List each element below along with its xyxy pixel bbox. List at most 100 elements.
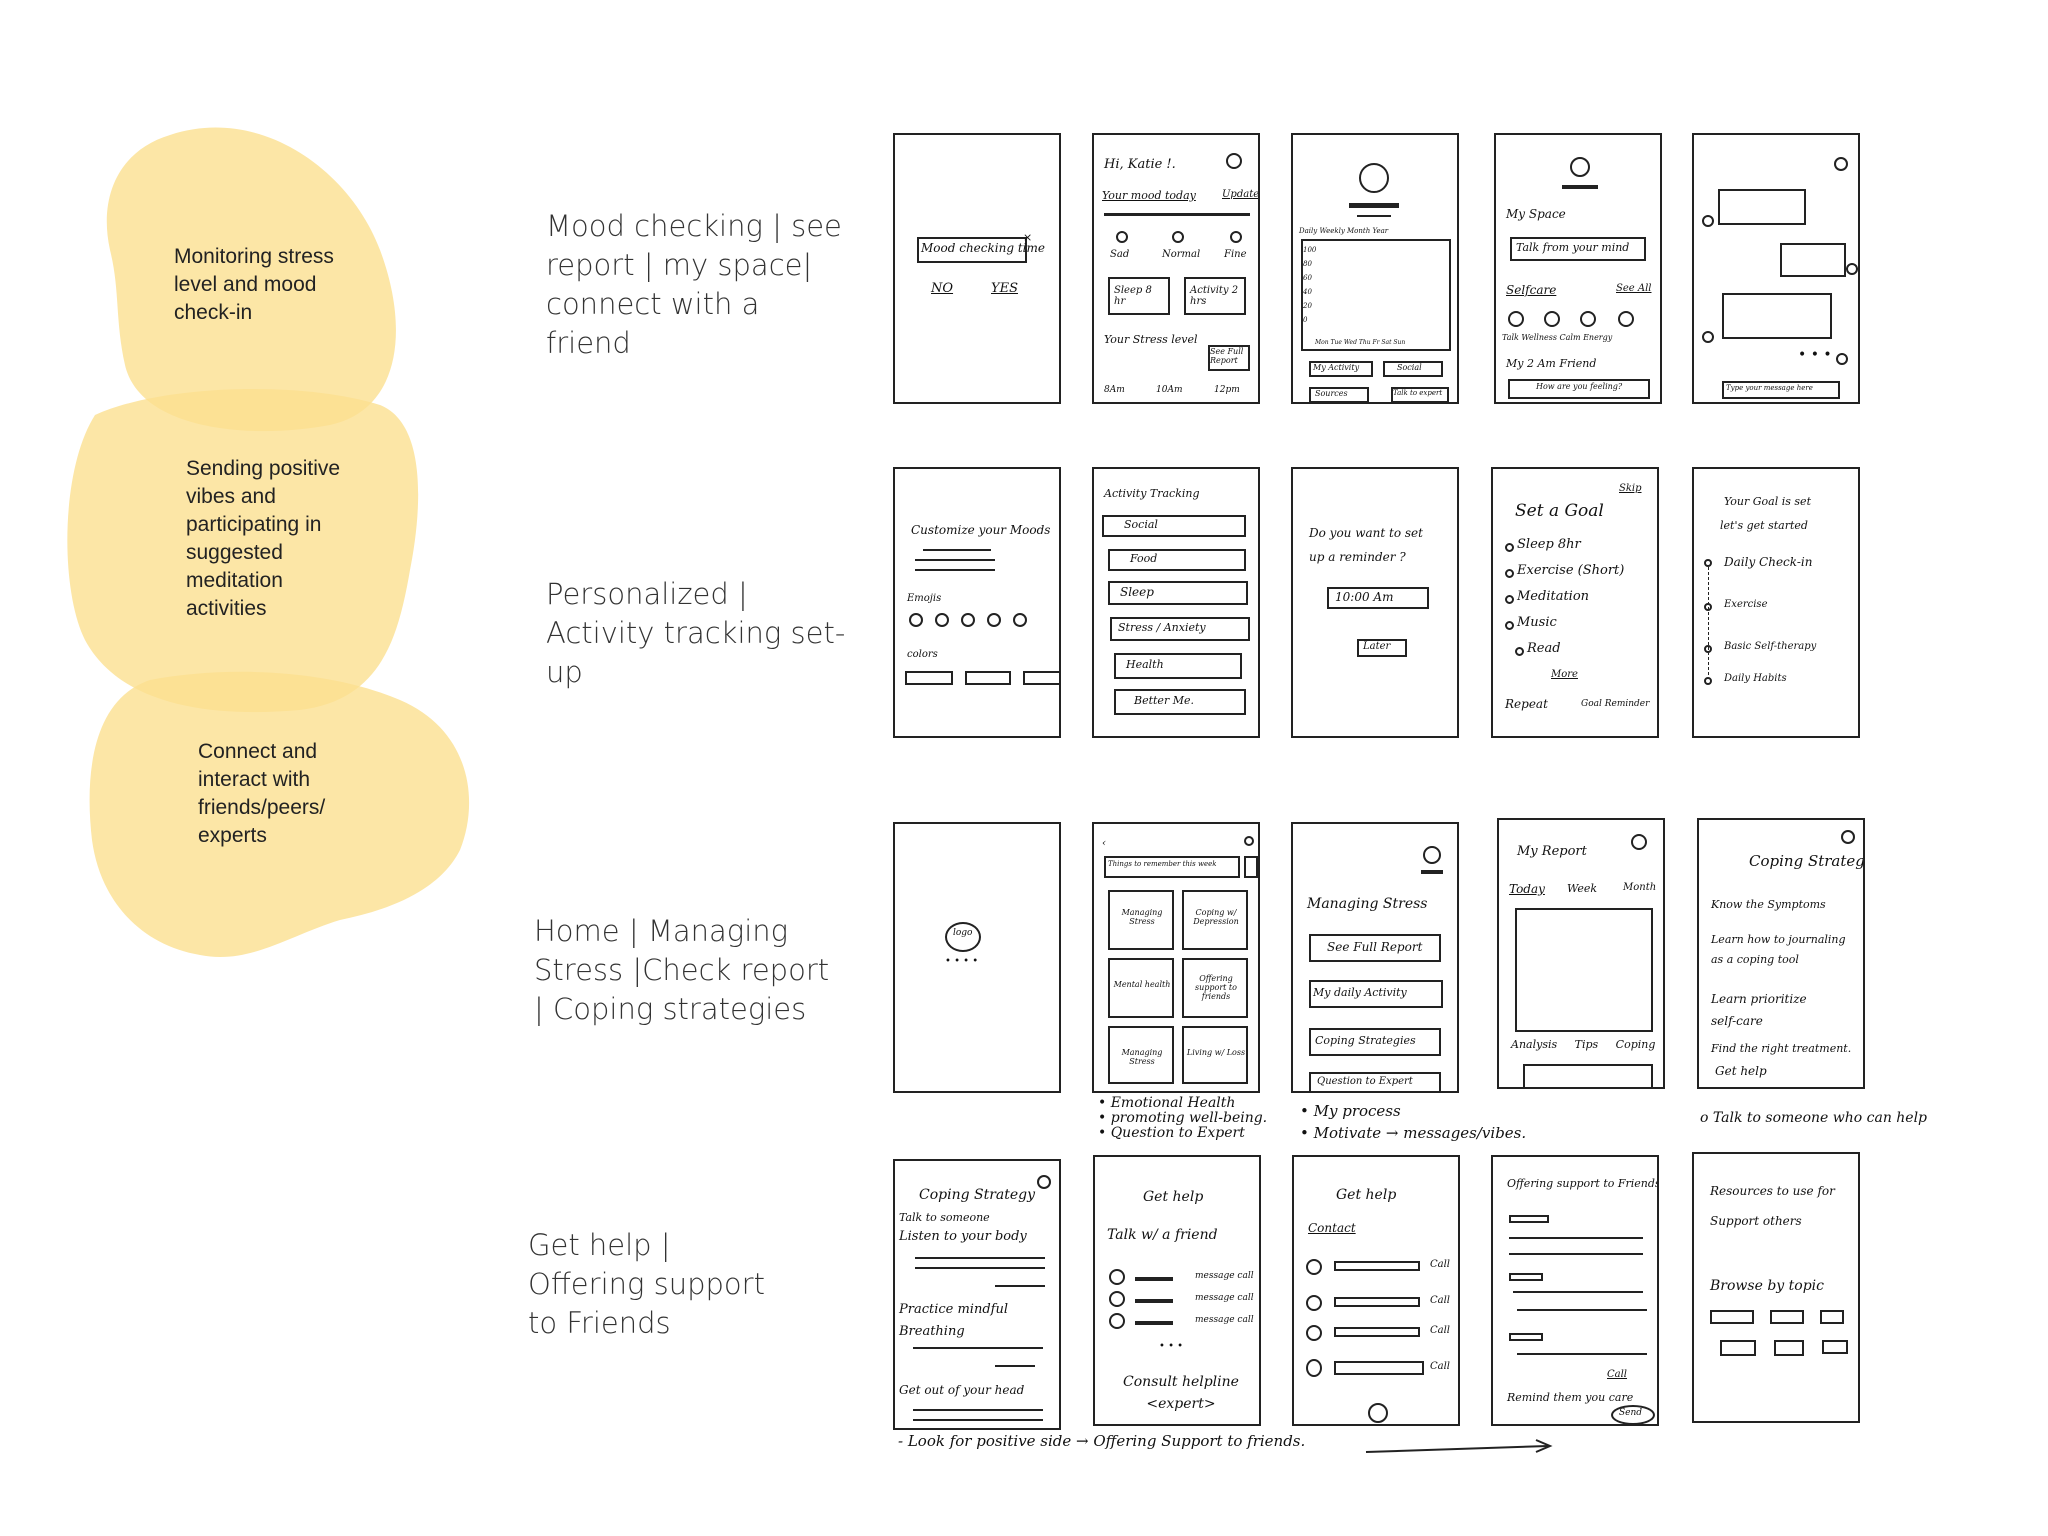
sketch-text: Stress / Anxiety [1118, 621, 1206, 634]
sketch-text: Fine [1224, 249, 1247, 260]
sketch-offering-support: Offering support to Friends Call Remind … [1491, 1155, 1659, 1426]
theme-positive-vibes: Sending positive vibes and participating… [186, 457, 341, 620]
sketch-text: Sleep 8 hr [1114, 285, 1152, 307]
sketch-text: Managing Stress [1307, 896, 1428, 912]
sketch-text: Your mood today [1102, 189, 1196, 202]
note-line: • Question to Expert [1098, 1125, 1245, 1141]
sketch-stress-report: Daily Weekly Month Year 100 80 60 40 20 … [1291, 133, 1459, 404]
sketch-text: Normal [1162, 249, 1201, 260]
sketch-text: Daily Weekly Month Year [1299, 227, 1389, 235]
sketch-text: Offering support to Friends [1507, 1177, 1659, 1190]
blob-monitoring [106, 127, 396, 432]
sketch-text: Sleep 8hr [1517, 537, 1581, 552]
sketch-text: How are you feeling? [1536, 382, 1623, 391]
sketch-text: 12pm [1214, 385, 1240, 395]
sketch-text: Update [1222, 189, 1260, 200]
sketch-text: Browse by topic [1710, 1278, 1824, 1294]
sketch-text: Get out of your head [899, 1383, 1025, 1397]
sketch-text: Get help [1143, 1189, 1204, 1205]
sketch-text: Talk Wellness Calm Energy [1502, 333, 1613, 342]
sketch-get-help-contact: Get help Contact Call Call Call Call [1292, 1155, 1460, 1426]
sketch-text: Analysis Tips Coping [1511, 1038, 1656, 1051]
sketch-text: Hi, Katie !. [1104, 157, 1176, 172]
sketch-text: My Space [1506, 207, 1566, 221]
sketch-text: Coping w/ Depression [1193, 908, 1239, 926]
sketch-text: More [1551, 669, 1578, 680]
sketch-text: message call [1195, 1315, 1254, 1325]
sketch-text: 100 80 60 40 20 0 [1303, 246, 1317, 324]
sketch-text: Talk from your mind [1516, 241, 1630, 254]
sketch-text: See All [1616, 283, 1652, 294]
sketch-text: Month [1623, 882, 1657, 893]
sketch-text: Health [1126, 658, 1164, 671]
sketch-text: Practice mindful Breathing [899, 1302, 1009, 1339]
sketch-text: Food [1130, 552, 1158, 565]
sketch-mood-check-popup: Mood checking time × NO YES [893, 133, 1061, 404]
sketch-get-help-friend: Get help Talk w/ a friend message call m… [1093, 1155, 1261, 1426]
sketch-text: Read [1527, 641, 1561, 656]
sketch-text: Mon Tue Wed Thu Fr Sat Sun [1315, 339, 1406, 346]
note-coping: o Talk to someone who can help [1700, 1110, 1928, 1126]
sketch-text: Call [1607, 1369, 1628, 1380]
sketch-text: Talk w/ a friend [1107, 1227, 1218, 1243]
sketch-text: Customize your Moods [911, 523, 1051, 537]
sketch-text: Mood checking time [921, 241, 1045, 255]
sketch-text: Music [1517, 615, 1557, 630]
note-line: • Emotional Health [1098, 1095, 1236, 1111]
sketch-my-report: My Report Today Week Month Analysis Tips… [1497, 818, 1665, 1089]
sketch-text: Consult helpline <expert> [1123, 1374, 1239, 1412]
sketch-chat: • • • Type your message here [1692, 133, 1860, 404]
sketch-resources: Resources to use for Support others Brow… [1692, 1152, 1860, 1423]
theme-monitoring: Monitoring stress level and mood check-i… [174, 245, 334, 324]
note-line: • Motivate → messages/vibes. [1300, 1124, 1527, 1142]
sketch-text: Contact [1308, 1221, 1356, 1235]
sketch-text: 8Am [1104, 385, 1125, 395]
sketch-text: Your Stress level [1104, 333, 1198, 346]
row-label-2: Personalized | Activity tracking set-up [546, 577, 846, 689]
sketch-text: Exercise (Short) [1517, 563, 1625, 578]
sketch-text: Type your message here [1726, 384, 1813, 392]
sketch-text: Offering support to friends [1195, 974, 1237, 1001]
note-offering-support: - Look for positive side → Offering Supp… [898, 1432, 1306, 1450]
note-line: • My process [1300, 1102, 1401, 1120]
sketch-text: Exercise [1724, 599, 1768, 610]
sketch-text: Week [1567, 882, 1598, 895]
sketch-text: Selfcare [1506, 283, 1557, 297]
sketch-managing-stress: Managing Stress See Full Report My daily… [1291, 822, 1459, 1093]
sketch-text: Call [1430, 1295, 1451, 1306]
sketch-text: Meditation [1517, 589, 1590, 604]
sketch-text: colors [907, 649, 938, 660]
sketch-text: Send [1619, 1408, 1643, 1418]
sketch-text: Daily Check-in [1724, 555, 1813, 569]
sketch-text: Talk to someone [899, 1211, 990, 1224]
sketch-text: Today [1509, 882, 1545, 896]
sketch-text: My 2 Am Friend [1506, 357, 1597, 370]
note-home: • Emotional Health • promoting well-bein… [1098, 1096, 1267, 1141]
sketch-text: Repeat [1505, 697, 1548, 711]
row-label-4: Get help | Offering support to Friends [528, 1228, 765, 1340]
sketch-set-goal: Skip Set a Goal Sleep 8hr Exercise (Shor… [1491, 467, 1659, 738]
sketch-text: Activity Tracking [1104, 487, 1200, 500]
sketch-activity-tracking: Activity Tracking Social Food Sleep Stre… [1092, 467, 1260, 738]
row-label-3: Home | Managing Stress |Check report | C… [534, 914, 830, 1026]
sketch-text: Sources [1315, 389, 1348, 398]
sketch-text: Call [1430, 1325, 1451, 1336]
sketch-text: 10:00 Am [1335, 590, 1394, 604]
note-line: • promoting well-being. [1098, 1110, 1268, 1126]
sketch-text: Listen to your body [899, 1229, 1027, 1244]
note-managing-stress: • My process • Motivate → messages/vibes… [1300, 1100, 1526, 1144]
sketch-text: See Full Report [1210, 347, 1244, 365]
sketch-text: Call [1430, 1361, 1451, 1372]
sketch-text: Activity 2 hrs [1190, 285, 1239, 307]
sketch-text: Sleep [1120, 585, 1154, 599]
sketch-text: YES [991, 281, 1018, 296]
sketch-text: Do you want to set up a reminder ? [1309, 526, 1423, 564]
sketch-text: Learn how to journaling as a coping tool [1711, 933, 1846, 966]
sketch-text: Things to remember this week [1108, 860, 1217, 868]
sketch-text: My Activity [1313, 363, 1360, 372]
sketch-text: Managing Stress [1121, 908, 1163, 926]
sketch-text: Talk to expert [1393, 389, 1443, 397]
sketch-mood-dashboard: Hi, Katie !. Your mood today Update Sad … [1092, 133, 1260, 404]
sketch-text: See Full Report [1327, 940, 1423, 954]
